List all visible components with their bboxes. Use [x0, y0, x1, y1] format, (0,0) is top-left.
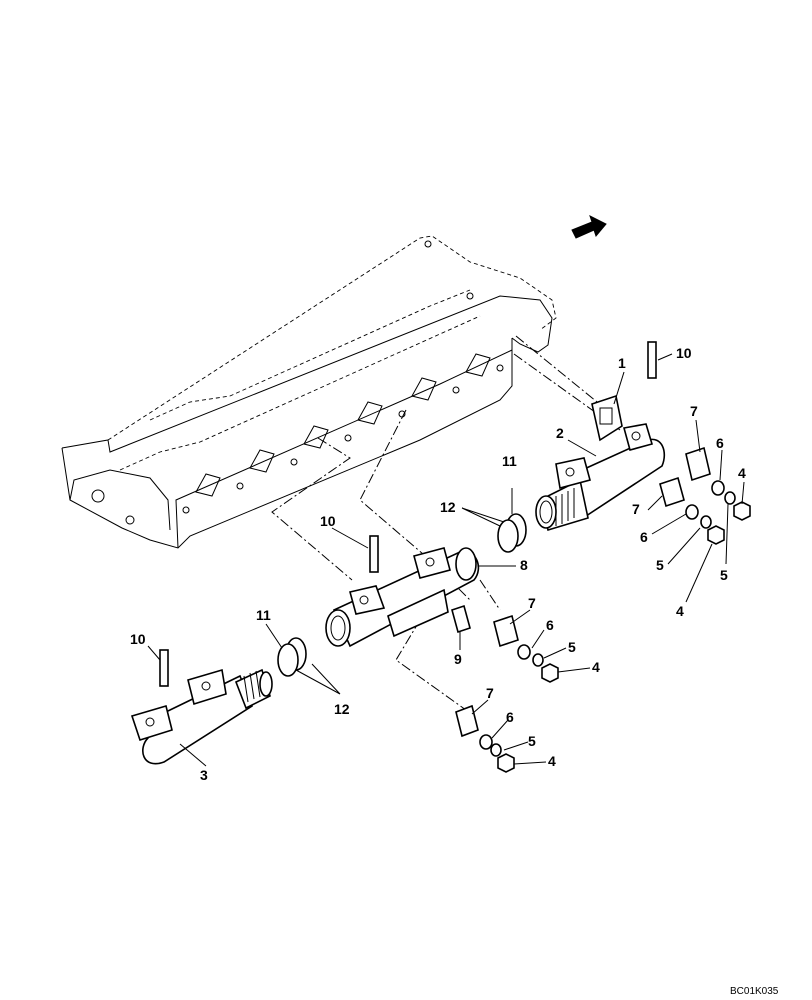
- callout-3: 3: [200, 767, 208, 783]
- callout-5: 5: [528, 733, 536, 749]
- cylinder-head: [61, 235, 557, 549]
- center-exhaust-manifold: [325, 547, 480, 648]
- front-arrow-icon: [571, 215, 607, 239]
- callout-11: 11: [502, 453, 517, 469]
- callout-5: 5: [720, 567, 728, 583]
- front-exhaust-manifold: [130, 668, 273, 765]
- callout-6: 6: [546, 617, 554, 633]
- callout-labels: 1 2 3 4 4 4 4 5 5 5 5 6 6 6 6 7 7 7 7 8 …: [130, 345, 779, 997]
- callout-leaders: [147, 353, 745, 767]
- callout-7: 7: [528, 595, 536, 611]
- gasket: [591, 394, 623, 442]
- seal-rings: [277, 513, 527, 677]
- callout-10: 10: [130, 631, 146, 647]
- callout-1: 1: [618, 355, 626, 371]
- callout-11: 11: [256, 607, 271, 623]
- callout-5: 5: [568, 639, 576, 655]
- callout-4: 4: [592, 659, 600, 675]
- callout-9: 9: [454, 651, 462, 667]
- callout-6: 6: [640, 529, 648, 545]
- callout-6: 6: [506, 709, 514, 725]
- callout-2: 2: [556, 425, 564, 441]
- callout-12: 12: [334, 701, 350, 717]
- callout-8: 8: [520, 557, 528, 573]
- callout-7: 7: [486, 685, 494, 701]
- callout-7: 7: [690, 403, 698, 419]
- callout-10: 10: [676, 345, 692, 361]
- callout-10: 10: [320, 513, 336, 529]
- callout-12: 12: [440, 499, 456, 515]
- callout-7: 7: [632, 501, 640, 517]
- callout-4: 4: [548, 753, 556, 769]
- callout-6: 6: [716, 435, 724, 451]
- figure-code: BC01K035: [730, 986, 779, 997]
- callout-4: 4: [676, 603, 684, 619]
- callout-5: 5: [656, 557, 664, 573]
- callout-4: 4: [738, 465, 746, 481]
- studs: [159, 341, 657, 687]
- fasteners: [451, 446, 751, 773]
- rear-exhaust-manifold: [535, 423, 666, 532]
